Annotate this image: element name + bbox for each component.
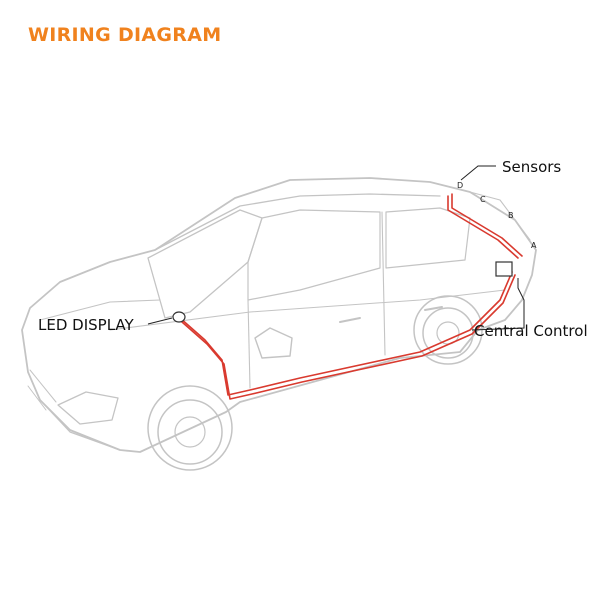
car-body [21, 177, 537, 453]
rear-door-window [385, 207, 471, 269]
front-door-window [247, 209, 381, 301]
sensor-letter-b: B [508, 211, 514, 220]
windshield [147, 209, 263, 319]
door-handle-rear [424, 306, 443, 311]
front-door-edge [247, 299, 251, 389]
front-wheel-arch [147, 385, 233, 471]
callout-leaders [147, 165, 525, 331]
wire-sensors [447, 195, 519, 259]
led-display-unit [172, 311, 186, 323]
door-split [381, 211, 386, 356]
headlight [57, 391, 119, 425]
car-roof [154, 193, 441, 251]
sensor-letter-a: A [531, 241, 537, 250]
central-control-unit [495, 261, 513, 277]
sensor-letter-d: D [457, 181, 463, 190]
trunk-line [469, 191, 531, 241]
wire-display-to-control [179, 271, 513, 396]
diagram-title: WIRING DIAGRAM [28, 24, 222, 46]
front-wheel [157, 399, 223, 465]
led-display-label: LED DISPLAY [38, 316, 134, 334]
sensor-letter-c: C [480, 195, 486, 204]
wiring-harness [179, 193, 523, 400]
hood-line [39, 299, 161, 321]
central-control-label: Central Control [474, 322, 588, 340]
front-wheel-hub [174, 416, 206, 448]
led-display-leader [147, 317, 173, 325]
door-handle-front [339, 317, 361, 323]
sensors-label: Sensors [502, 158, 561, 176]
front-grille [27, 369, 57, 411]
central-control-leader [471, 278, 525, 331]
wire-display-to-control-2 [181, 274, 516, 400]
sensors-leader [460, 165, 496, 181]
front-bumper [39, 399, 121, 451]
rear-wheel [422, 307, 474, 359]
side-mirror [254, 327, 293, 359]
wire-sensors-2 [451, 193, 523, 257]
